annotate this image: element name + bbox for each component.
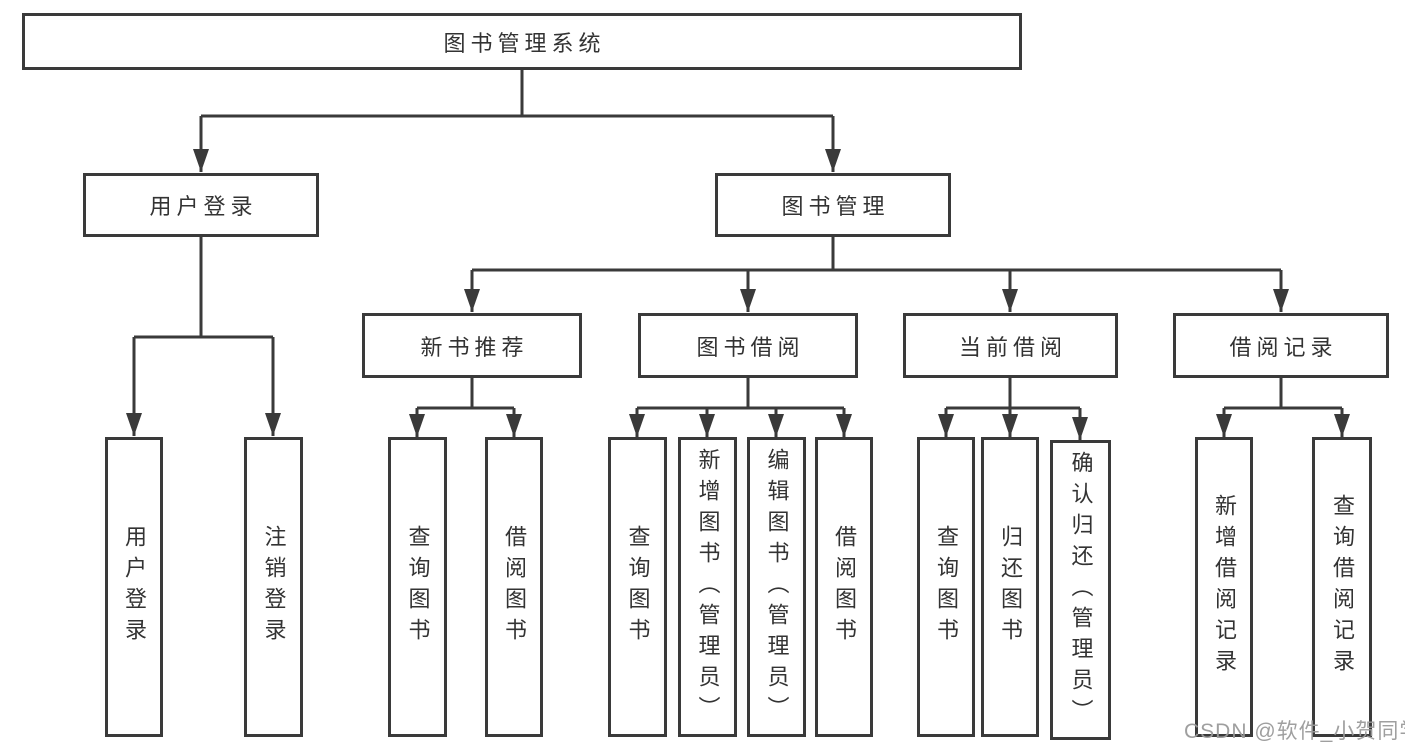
node-borrowing-records-label: 借阅记录 [1229, 334, 1338, 360]
node-user-login: 用户登录 [83, 173, 319, 237]
leaf-query-books-current-label: 查询图书 [934, 525, 959, 649]
node-root: 图书管理系统 [22, 13, 1022, 70]
leaf-borrow-books-recommend-label: 借阅图书 [502, 525, 527, 649]
node-book-borrowing-label: 图书借阅 [696, 334, 805, 360]
leaf-add-book-admin: 新增图书（管理员） [678, 437, 737, 737]
node-current-borrowing: 当前借阅 [903, 313, 1118, 378]
leaf-edit-book-admin-label: 编辑图书（管理员） [764, 447, 790, 727]
node-book-management-label: 图书管理 [781, 194, 890, 219]
csdn-watermark: CSDN @软件_小贺同学 [1184, 720, 1405, 743]
node-borrowing-records: 借阅记录 [1173, 313, 1389, 378]
leaf-borrow-books-borrowing-label: 借阅图书 [832, 525, 857, 649]
leaf-logout: 注销登录 [244, 437, 303, 737]
leaf-borrow-books-borrowing: 借阅图书 [815, 437, 873, 737]
leaf-add-book-admin-label: 新增图书（管理员） [695, 447, 721, 727]
node-current-borrowing-label: 当前借阅 [958, 334, 1067, 360]
leaf-query-books-borrowing: 查询图书 [608, 437, 667, 737]
leaf-add-borrow-record: 新增借阅记录 [1195, 437, 1253, 737]
leaf-user-login-label: 用户登录 [122, 525, 147, 649]
node-user-login-label: 用户登录 [149, 194, 258, 219]
node-book-borrowing: 图书借阅 [638, 313, 858, 378]
node-new-book-recommendation-label: 新书推荐 [420, 334, 529, 360]
node-root-label: 图书管理系统 [443, 30, 606, 56]
leaf-edit-book-admin: 编辑图书（管理员） [747, 437, 806, 737]
leaf-add-borrow-record-label: 新增借阅记录 [1212, 494, 1237, 680]
leaf-logout-label: 注销登录 [261, 525, 287, 649]
leaf-return-books-label: 归还图书 [998, 525, 1023, 649]
leaf-confirm-return-admin: 确认归还（管理员） [1050, 440, 1111, 740]
leaf-query-books-borrowing-label: 查询图书 [625, 525, 651, 649]
leaf-borrow-books-recommend: 借阅图书 [485, 437, 543, 737]
leaf-confirm-return-admin-label: 确认归还（管理员） [1068, 450, 1094, 730]
leaf-query-borrow-record: 查询借阅记录 [1312, 437, 1372, 737]
leaf-return-books: 归还图书 [981, 437, 1039, 737]
node-book-management: 图书管理 [715, 173, 951, 237]
leaf-query-books-current: 查询图书 [917, 437, 975, 737]
node-new-book-recommendation: 新书推荐 [362, 313, 582, 378]
leaf-query-books-recommend-label: 查询图书 [405, 525, 431, 649]
leaf-user-login: 用户登录 [105, 437, 163, 737]
leaf-query-borrow-record-label: 查询借阅记录 [1330, 494, 1355, 680]
leaf-query-books-recommend: 查询图书 [388, 437, 447, 737]
